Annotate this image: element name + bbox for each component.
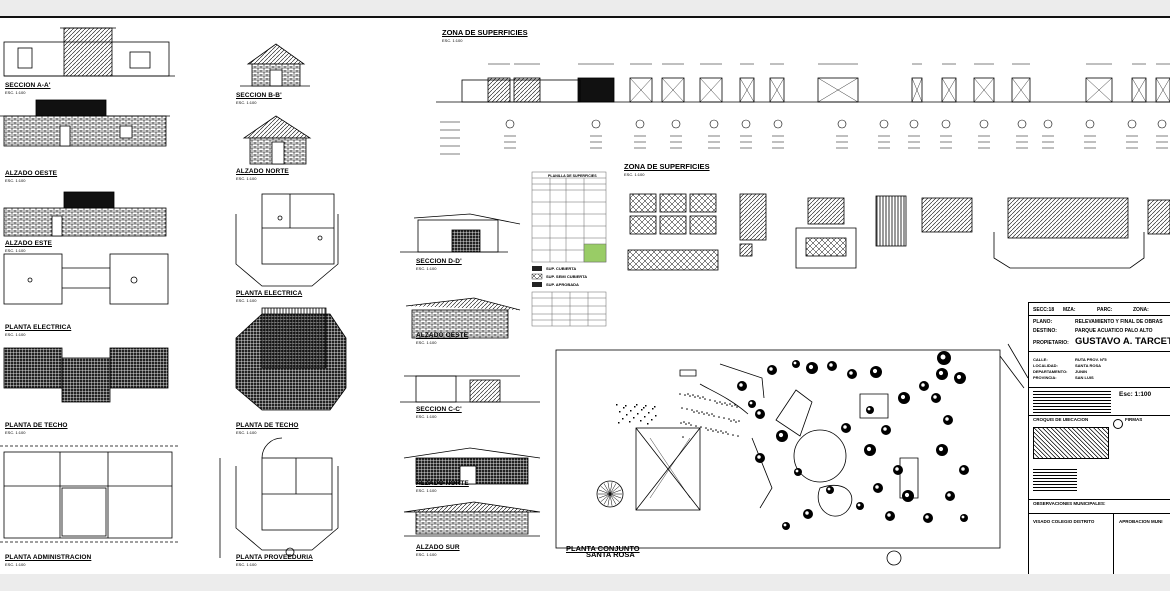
scale-note: ESC. 1:100 [5, 332, 26, 337]
scale-note: ESC. 1:100 [5, 90, 26, 95]
viewer-bottom-band [0, 574, 1170, 591]
title-block: SECC:18 MZA: PARC: ZONA: PLANO: RELEVAMI… [1028, 302, 1170, 574]
scale-note: ESC. 1:100 [442, 38, 463, 43]
tb-departamento-value: JUNIN [1075, 369, 1088, 374]
label-planta-electrica-1: PLANTA ELECTRICA [5, 324, 72, 331]
tb-location-sketch [1033, 427, 1109, 459]
tb-visado: VISADO COLEGIO DISTRITO [1033, 519, 1095, 524]
scale-note: ESC. 1:100 [624, 172, 645, 177]
legend-sup-cubierta: SUP. CUBIERTA [546, 266, 577, 271]
label-alzado-norte-2: ALZADO NORTE [416, 480, 469, 487]
viewer-top-band [0, 0, 1170, 16]
title-planta-conjunto: PLANTA CONJUNTO [566, 544, 640, 553]
label-planta-electrica-2: PLANTA ELECTRICA [236, 290, 303, 297]
tb-provincia-label: PROVINCIA: [1033, 375, 1057, 380]
label-seccion-c: SECCION C-C' [416, 406, 462, 413]
drawing-sheet: SECCION A-A' ESC. 1:100 ALZADO OESTE ESC… [0, 16, 1170, 576]
title-zona-superficies-1: ZONA DE SUPERFICIES [442, 28, 528, 37]
scale-note: ESC. 1:100 [5, 178, 26, 183]
label-planta-administracion: PLANTA ADMINISTRACION [5, 554, 92, 561]
tb-destino-value: PARQUE ACUATICO PALO ALTO [1075, 328, 1153, 334]
tb-mza: MZA: [1063, 307, 1076, 313]
label-planta-techo-2: PLANTA DE TECHO [236, 422, 299, 429]
tb-zona: ZONA: [1133, 307, 1149, 313]
tb-croquis: CROQUIS DE UBICACION [1033, 417, 1089, 422]
scale-note: ESC. 1:100 [5, 562, 26, 567]
tb-calle-label: CALLE: [1033, 357, 1048, 362]
tb-escala: Esc: 1:100 [1119, 391, 1152, 398]
tb-destino-label: DESTINO: [1033, 328, 1057, 334]
tb-firmas: FIRMAS [1125, 417, 1143, 422]
tb-observaciones: OBSERVACIONES MUNICIPALES: [1033, 501, 1106, 506]
label-planta-proveeduria: PLANTA PROVEEDURIA [236, 554, 313, 561]
scale-note: ESC. 1:100 [236, 176, 257, 181]
label-alzado-norte: ALZADO NORTE [236, 168, 289, 175]
tb-departamento-label: DEPARTAMENTO: [1033, 369, 1068, 374]
scale-note: ESC. 1:100 [416, 414, 437, 419]
label-alzado-este: ALZADO ESTE [5, 240, 52, 247]
tb-metadata-lines [1033, 391, 1111, 413]
north-icon [1113, 419, 1123, 429]
label-alzado-sur: ALZADO SUR [416, 544, 460, 551]
tb-calle-value: RUTA PROV. Nº5 [1075, 357, 1107, 362]
scale-note: ESC. 1:100 [236, 430, 257, 435]
scale-note: ESC. 1:100 [5, 430, 26, 435]
title-santa-rosa: SANTA ROSA [586, 550, 635, 559]
tb-parc: PARC: [1097, 307, 1113, 313]
scale-note: ESC. 1:100 [416, 340, 437, 345]
scale-note: ESC. 1:100 [416, 266, 437, 271]
label-seccion-d: SECCION D-D' [416, 258, 462, 265]
tb-secc: SECC:18 [1033, 307, 1055, 313]
planilla-title: PLANILLA DE SUPERFICIES [548, 174, 597, 178]
tb-localidad-value: SANTA ROSA [1075, 363, 1101, 368]
label-seccion-b: SECCION B-B' [236, 92, 282, 99]
tb-plano-value: RELEVAMIENTO Y FINAL DE OBRAS [1075, 319, 1163, 325]
label-planta-techo-1: PLANTA DE TECHO [5, 422, 68, 429]
scale-note: ESC. 1:100 [416, 488, 437, 493]
scale-note: ESC. 1:100 [236, 100, 257, 105]
tb-notes-lines [1033, 467, 1077, 491]
scale-note: ESC. 1:100 [236, 298, 257, 303]
scale-note: ESC. 1:100 [416, 552, 437, 557]
tb-propietario-value: GUSTAVO A. TARCETA [1075, 336, 1170, 347]
tb-provincia-value: SAN LUIS [1075, 375, 1094, 380]
scale-note: ESC. 1:100 [236, 562, 257, 567]
label-alzado-oeste-2: ALZADO OESTE [416, 332, 469, 339]
tb-propietario-label: PROPIETARIO: [1033, 340, 1069, 346]
label-seccion-a: SECCION A-A' [5, 82, 51, 89]
cad-drawing [0, 27, 1170, 566]
title-zona-superficies-2: ZONA DE SUPERFICIES [624, 162, 710, 171]
label-alzado-oeste: ALZADO OESTE [5, 170, 58, 177]
tb-localidad-label: LOCALIDAD: [1033, 363, 1058, 368]
legend-sup-aprobada: SUP. APROBADA [546, 282, 579, 287]
planilla-table-lines [531, 171, 607, 327]
tb-plano-label: PLANO: [1033, 319, 1053, 325]
legend-sup-semi-cubierta: SUP. SEMI CUBIERTA [546, 274, 588, 279]
scale-note: ESC. 1:100 [5, 248, 26, 253]
tb-aprobacion: APROBACION MUNI [1119, 519, 1163, 524]
